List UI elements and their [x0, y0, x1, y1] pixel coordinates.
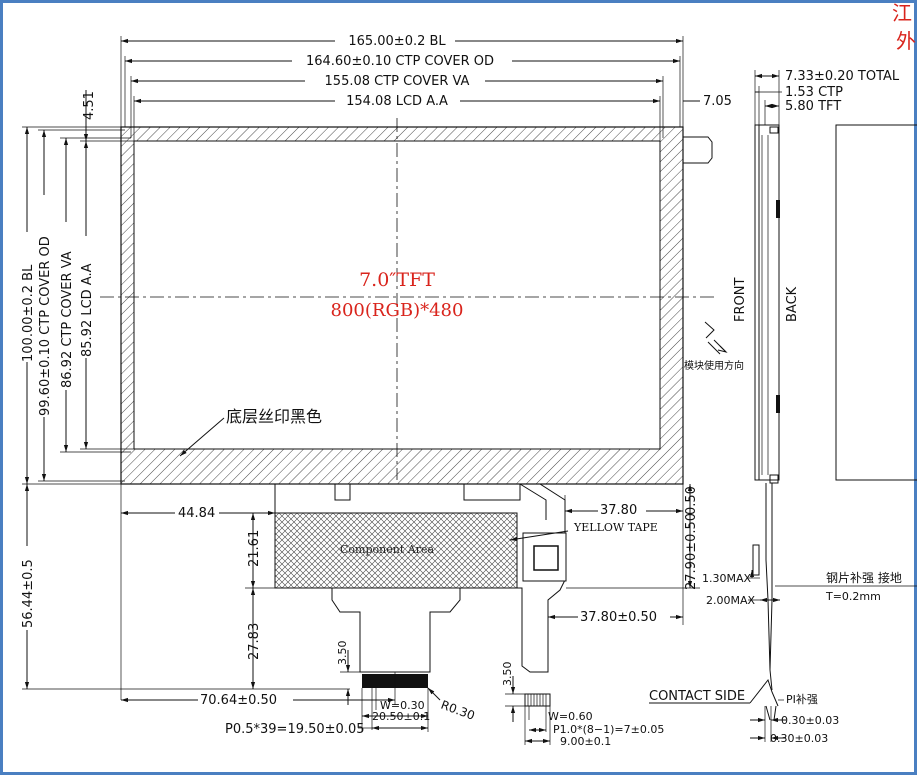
dim-connector-width-2: 9.00±0.1 [560, 735, 611, 748]
dim-pitch: P0.5*39=19.50±0.05 [225, 722, 365, 737]
title-resolution: 800(RGB)*480 [331, 300, 464, 321]
yellow-tape-label: YELLOW TAPE [573, 521, 658, 534]
dim-ctp-va-height: 86.92 CTP COVER VA [60, 251, 75, 388]
pi-reinforce-label: PI补强 [786, 693, 818, 706]
dim-ctp-thickness: 1.53 CTP [785, 85, 843, 100]
side-tab [683, 136, 713, 164]
dim-fpc-left-offset: 44.84 [178, 506, 215, 521]
dim-radius: R0.30 [439, 698, 477, 723]
corner-text-2: 外 [896, 29, 916, 53]
dim-max-1: 1.30MAX [702, 572, 752, 585]
dim-pin-width-2: W=0.60 [548, 710, 593, 723]
secondary-connector-pins [524, 693, 551, 707]
dim-top-offset: 4.51 [82, 91, 97, 120]
contact-side-label: CONTACT SIDE [649, 689, 745, 704]
back-label: BACK [785, 286, 800, 322]
dim-center-distance: 70.64±0.50 [200, 693, 277, 708]
dim-ctp-va-width: 155.08 CTP COVER VA [325, 74, 470, 89]
dim-total-thickness: 7.33±0.20 TOTAL [785, 69, 900, 84]
dim-ctp-od-width: 164.60±0.10 CTP COVER OD [306, 54, 494, 69]
dim-pitch-2: P1.0*(8−1)=7±0.05 [553, 723, 664, 736]
steel-reinforce-label: 钢片补强 接地 [826, 570, 902, 585]
front-label: FRONT [733, 278, 748, 322]
dim-fpc-total: 56.44±0.5 [21, 559, 36, 628]
silk-print-label: 底层丝印黑色 [226, 407, 322, 426]
eye-icon [704, 321, 728, 355]
dim-max-2: 2.00MAX [706, 594, 756, 607]
dim-bl-height: 100.00±0.2 BL [21, 264, 36, 362]
side-view-body [754, 124, 780, 481]
title-size: 7.0″TFT [359, 269, 435, 291]
dim-lcd-aa-width: 154.08 LCD A.A [346, 94, 448, 109]
thickness-label: T=0.2mm [825, 590, 881, 603]
dim-pin-length-2: 3.50 [501, 662, 514, 687]
dim-tft-thickness: 5.80 TFT [785, 99, 841, 114]
view-direction-label: 模块使用方向 [684, 359, 744, 372]
dim-lcd-aa-height: 85.92 LCD A.A [80, 263, 95, 357]
component-area-label: Component Area [340, 543, 434, 556]
component-area [274, 512, 518, 589]
dim-pin-width: W=0.30 [380, 699, 425, 712]
back-panel [835, 124, 917, 481]
fpc-outline [274, 483, 566, 673]
dim-component-height: 21.61 [247, 530, 262, 567]
dim-tape-offset: 37.80 [600, 503, 637, 518]
dim-lower-height: 27.83 [247, 623, 262, 660]
dim-pi-1: 0.30±0.03 [781, 714, 839, 727]
dim-right-tail: 37.80±0.50 [580, 610, 657, 625]
dim-ctp-od-height: 99.60±0.10 CTP COVER OD [38, 236, 53, 416]
dim-tape-height: 27.90±0.50 [684, 513, 699, 590]
corner-text-1: 江 [892, 1, 912, 25]
dim-pi-2: 0.30±0.03 [770, 732, 828, 745]
dim-bl-width: 165.00±0.2 BL [348, 34, 446, 49]
dim-pin-length: 3.50 [336, 641, 349, 666]
dim-right-offset: 7.05 [703, 94, 732, 109]
dim-connector-width: 20.50±0.1 [372, 710, 430, 723]
dim-tape-tol: 0.50 [684, 486, 699, 515]
